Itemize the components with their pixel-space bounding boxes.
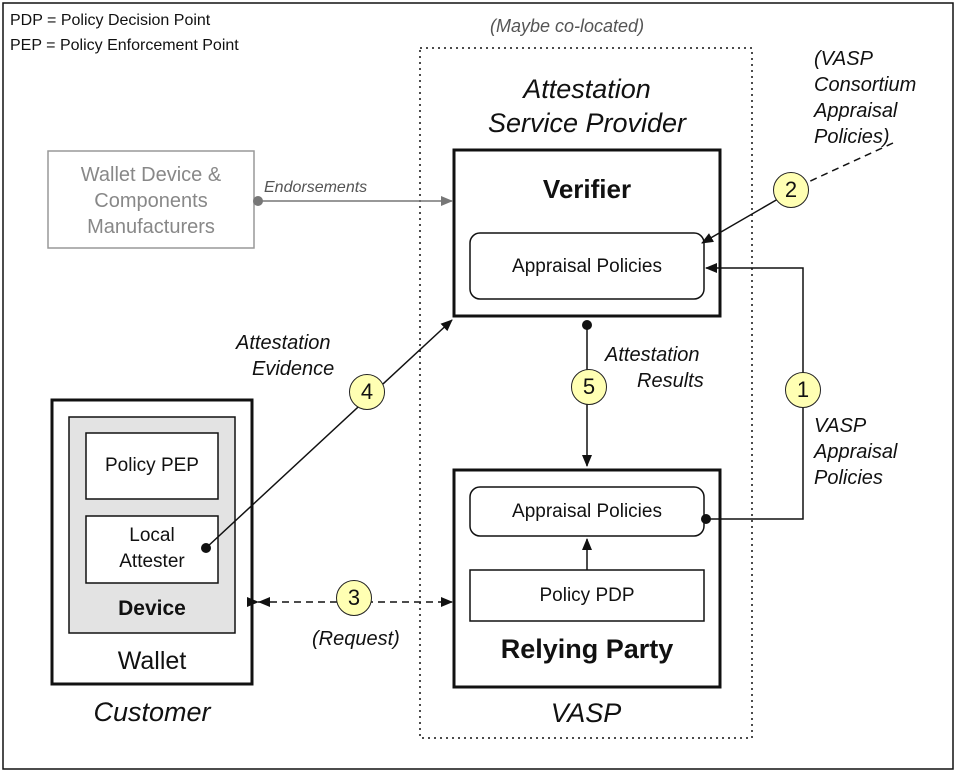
step-badge-4: 4 bbox=[349, 374, 385, 410]
consortium-arrow bbox=[701, 198, 779, 244]
results-line2: Results bbox=[637, 370, 704, 392]
consortium-line2: Consortium bbox=[814, 74, 917, 96]
manufacturer-box bbox=[47, 150, 255, 249]
evidence-line2: Evidence bbox=[252, 358, 335, 380]
evidence-line1: Attestation bbox=[236, 332, 331, 354]
local-attester-box bbox=[85, 515, 219, 584]
rp-policies-box bbox=[469, 486, 705, 537]
policy-pdp-label: Policy PDP bbox=[539, 585, 635, 606]
relying-party-title: Relying Party bbox=[500, 634, 674, 664]
vasp-policies-line3: Policies bbox=[814, 467, 883, 489]
attester-line1: Local bbox=[129, 525, 175, 546]
asp-title-line2: Service Provider bbox=[487, 108, 687, 138]
verifier-policies-box bbox=[469, 232, 705, 300]
rp-policies-label: Appraisal Policies bbox=[512, 501, 662, 522]
step-badge-5: 5 bbox=[571, 369, 607, 405]
manufacturer-line2: Components bbox=[94, 190, 208, 212]
colocated-region bbox=[419, 47, 753, 739]
results-line1: Attestation bbox=[605, 344, 700, 366]
consortium-line3: Appraisal bbox=[814, 100, 898, 122]
asp-title-line1: Attestation bbox=[523, 74, 651, 104]
legend-pep: PEP = Policy Enforcement Point bbox=[10, 37, 239, 54]
evidence-arrow bbox=[205, 319, 453, 549]
verifier-policies-label: Appraisal Policies bbox=[512, 256, 662, 277]
wallet-title: Wallet bbox=[117, 647, 187, 675]
vasp-label: VASP bbox=[550, 698, 622, 728]
step-badge-2: 2 bbox=[773, 172, 809, 208]
attester-line2: Attester bbox=[119, 551, 185, 572]
vasp-policies-line2: Appraisal bbox=[814, 441, 898, 463]
step-badge-1: 1 bbox=[785, 372, 821, 408]
request-label: (Request) bbox=[312, 628, 400, 650]
legend-pdp: PDP = Policy Decision Point bbox=[10, 12, 211, 29]
customer-label: Customer bbox=[93, 697, 211, 727]
policy-pep-label: Policy PEP bbox=[105, 455, 199, 476]
policy-pep-box bbox=[85, 432, 219, 500]
consortium-line1: (VASP bbox=[814, 48, 873, 70]
consortium-dashed-line bbox=[805, 142, 894, 184]
policy-pdp-box bbox=[469, 569, 705, 622]
consortium-line4: Policies) bbox=[814, 126, 890, 148]
verifier-title: Verifier bbox=[542, 174, 632, 204]
manufacturer-line3: Manufacturers bbox=[87, 216, 215, 238]
endorsements-label: Endorsements bbox=[264, 179, 368, 196]
colocated-note: (Maybe co-located) bbox=[490, 16, 645, 36]
device-label: Device bbox=[118, 597, 186, 620]
step-badge-3: 3 bbox=[336, 580, 372, 616]
vasp-policies-line1: VASP bbox=[814, 415, 867, 437]
manufacturer-line1: Wallet Device & bbox=[80, 164, 222, 186]
